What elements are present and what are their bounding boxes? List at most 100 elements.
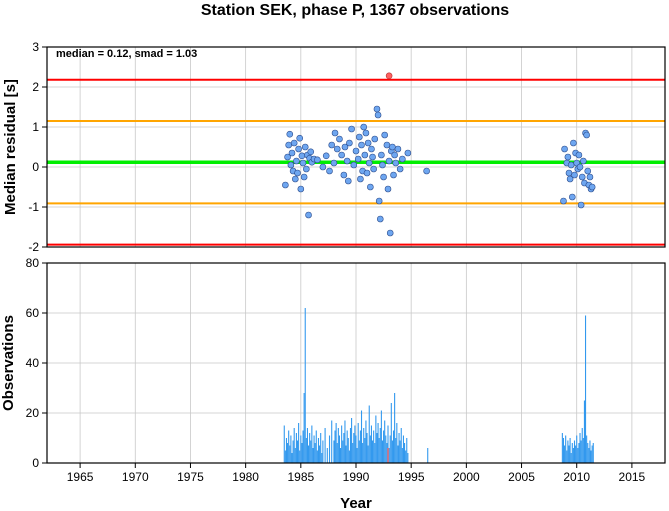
residual-point: [282, 181, 289, 189]
outlier-point: [385, 72, 393, 80]
residual-point: [297, 185, 305, 193]
year-tick-label: 2010: [563, 470, 590, 484]
residual-point: [369, 153, 376, 161]
residual-point: [300, 173, 308, 181]
observations-tick-label: 0: [32, 456, 39, 470]
observations-tick-label: 80: [26, 256, 40, 270]
residual-point: [578, 173, 586, 181]
residual-point: [567, 161, 575, 169]
observations-y-axis-label: Observations: [0, 315, 17, 411]
residual-point: [564, 153, 572, 161]
residual-point: [371, 135, 379, 143]
residual-point: [374, 111, 382, 119]
residual-point: [360, 123, 368, 131]
residual-point: [586, 173, 594, 181]
residual-point: [373, 105, 381, 113]
residual-y-axis-label: Median residual [s]: [2, 79, 19, 215]
residual-point: [560, 197, 567, 205]
residual-point: [295, 145, 302, 153]
observations-tick-label: 60: [26, 306, 40, 320]
residual-point: [285, 141, 292, 149]
residual-point: [396, 165, 404, 173]
residual-point: [386, 229, 394, 237]
residual-point: [305, 211, 312, 219]
residual-point: [361, 151, 369, 159]
residual-point: [565, 169, 573, 177]
residual-point: [390, 171, 397, 179]
median-smad-annotation: median = 0.12, smad = 1.03: [56, 48, 197, 60]
residual-point: [575, 151, 583, 159]
residual-point: [385, 157, 393, 165]
residual-point: [580, 157, 587, 165]
residual-point: [296, 134, 304, 142]
residual-point: [348, 125, 355, 133]
residual-tick-label: -1: [28, 200, 39, 214]
residual-point: [314, 156, 321, 164]
residual-point: [293, 157, 300, 165]
year-tick-label: 1975: [177, 470, 204, 484]
residual-point: [378, 151, 385, 159]
residual-point: [354, 155, 362, 163]
residual-point: [287, 161, 295, 169]
residual-point: [364, 139, 372, 147]
year-tick-label: 1970: [122, 470, 149, 484]
residual-point: [367, 183, 374, 191]
year-tick-label: 2005: [508, 470, 535, 484]
residual-point: [286, 130, 294, 138]
residual-point: [375, 197, 383, 205]
residual-tick-label: 2: [32, 80, 39, 94]
residual-point: [370, 165, 377, 173]
residual-point: [391, 151, 398, 159]
residual-point: [577, 201, 585, 209]
observations-y-ticks: 0 20 40 60 80: [26, 256, 47, 470]
residual-point: [288, 149, 296, 157]
residual-point: [336, 135, 343, 143]
residual-point: [576, 163, 584, 171]
residual-point: [363, 169, 371, 177]
observations-tick-label: 20: [26, 406, 40, 420]
residual-point: [344, 177, 352, 185]
year-tick-label: 2015: [619, 470, 646, 484]
residual-point: [381, 131, 388, 139]
residual-point: [331, 129, 339, 137]
residual-point: [392, 159, 400, 167]
residual-point: [357, 175, 364, 183]
year-tick-label: 1995: [398, 470, 425, 484]
residual-tick-label: 0: [32, 160, 39, 174]
residual-point: [352, 147, 360, 155]
residual-point: [362, 129, 370, 137]
observations-tick-label: 40: [26, 356, 40, 370]
residual-point: [292, 175, 299, 183]
residual-point: [301, 143, 309, 151]
residual-point: [561, 145, 568, 153]
residual-point: [399, 155, 406, 163]
residual-point: [570, 139, 577, 147]
residual-point: [584, 167, 592, 175]
residual-point: [365, 159, 373, 167]
residual-reference-lines: [47, 78, 665, 246]
residual-tick-label: 1: [32, 120, 39, 134]
residual-point: [307, 148, 315, 156]
residual-point: [299, 159, 307, 167]
year-tick-label: 1990: [343, 470, 370, 484]
residual-point: [326, 167, 333, 175]
residual-point: [568, 193, 576, 201]
residual-point: [346, 139, 353, 147]
year-tick-label: 2000: [453, 470, 480, 484]
residual-point: [394, 145, 402, 153]
residual-point: [368, 145, 375, 153]
residual-point: [330, 159, 338, 167]
residual-point: [356, 133, 363, 141]
residual-panel-frame: [46, 46, 666, 248]
year-x-axis-label: Year: [340, 495, 372, 511]
residual-point: [303, 165, 310, 173]
residual-point: [566, 175, 574, 183]
residual-point: [340, 171, 348, 179]
observations-bars: [283, 308, 594, 463]
residual-point: [384, 185, 392, 193]
